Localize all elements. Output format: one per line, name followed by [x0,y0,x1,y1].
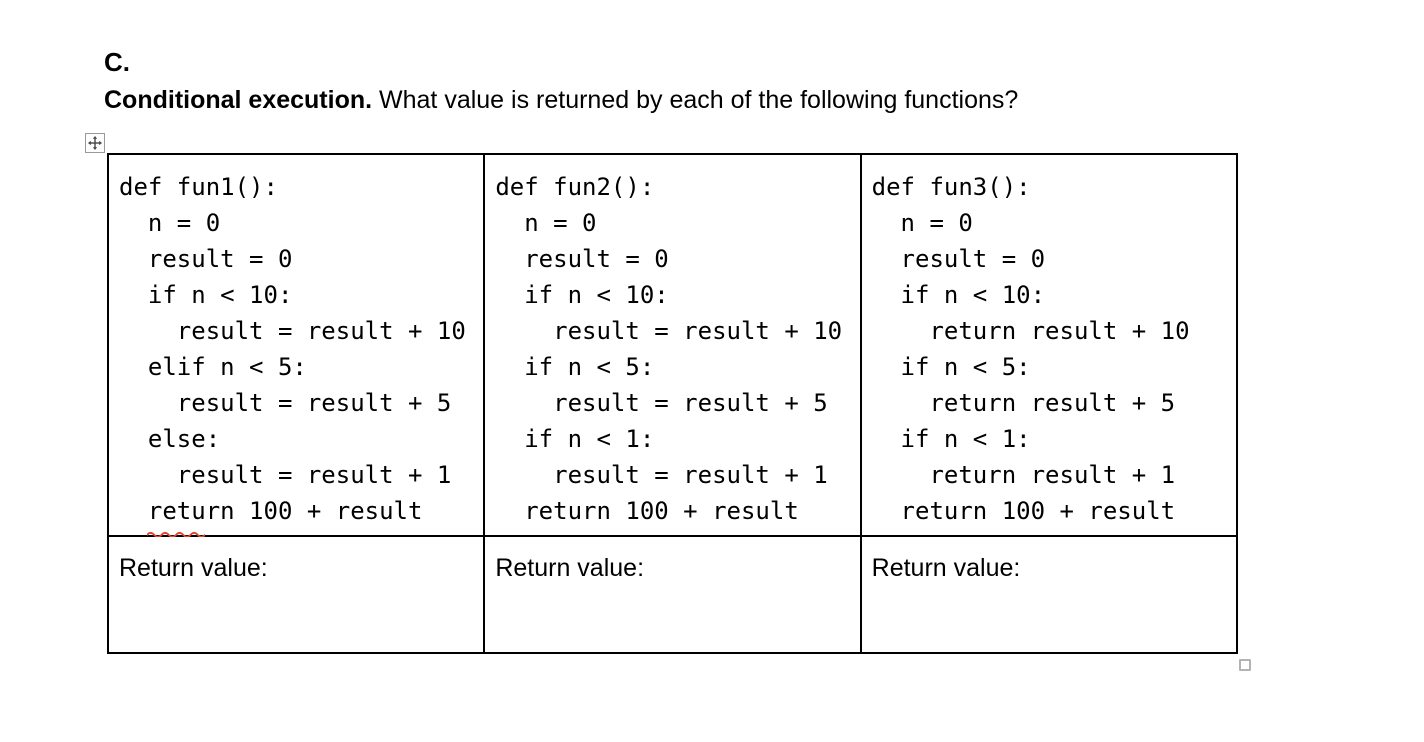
return-value-label: Return value: [495,554,645,582]
code-block-fun1: def fun1(): n = 0 result = 0 if n < 10: … [119,173,466,525]
answer-cell-fun1[interactable]: Return value: [106,535,486,654]
question-title-rest: What value is returned by each of the fo… [372,86,1019,114]
return-value-label: Return value: [871,554,1021,582]
question-text: Conditional execution. What value is ret… [104,84,1018,116]
spellcheck-squiggle-icon [147,531,205,537]
answer-cell-fun2[interactable]: Return value: [483,535,862,654]
code-row: def fun1(): n = 0 result = 0 if n < 10: … [106,153,1239,537]
return-value-label: Return value: [119,554,268,582]
code-block-fun3: def fun3(): n = 0 result = 0 if n < 10: … [871,173,1190,525]
answer-row: Return value: Return value: Return value… [106,535,1239,654]
question-title-bold: Conditional execution. [104,86,373,114]
move-arrows-icon [88,136,102,150]
code-cell-fun3[interactable]: def fun3(): n = 0 result = 0 if n < 10: … [859,153,1239,537]
table-move-handle[interactable] [85,133,105,153]
table-resize-handle[interactable] [1239,659,1251,671]
code-block-fun2: def fun2(): n = 0 result = 0 if n < 10: … [495,173,843,525]
question-section-label: C. [104,47,130,77]
code-cell-fun2[interactable]: def fun2(): n = 0 result = 0 if n < 10: … [483,153,862,537]
functions-table: def fun1(): n = 0 result = 0 if n < 10: … [106,153,1239,654]
code-cell-fun1[interactable]: def fun1(): n = 0 result = 0 if n < 10: … [106,153,486,537]
answer-cell-fun3[interactable]: Return value: [859,535,1239,654]
